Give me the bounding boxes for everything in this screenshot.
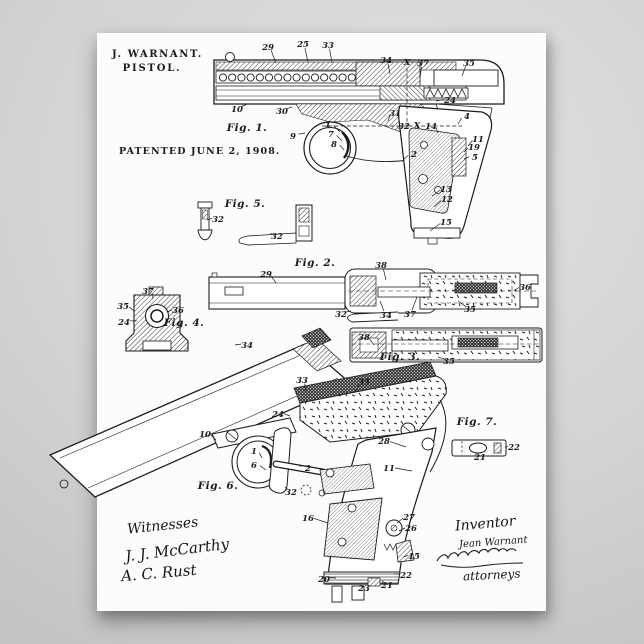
patent-inventor-title: J. WARNANT. [112, 49, 203, 60]
patent-date-line: PATENTED JUNE 2, 1908. [119, 146, 281, 157]
attorneys-label: attorneys [462, 566, 521, 584]
patent-subject: PISTOL. [122, 63, 182, 74]
